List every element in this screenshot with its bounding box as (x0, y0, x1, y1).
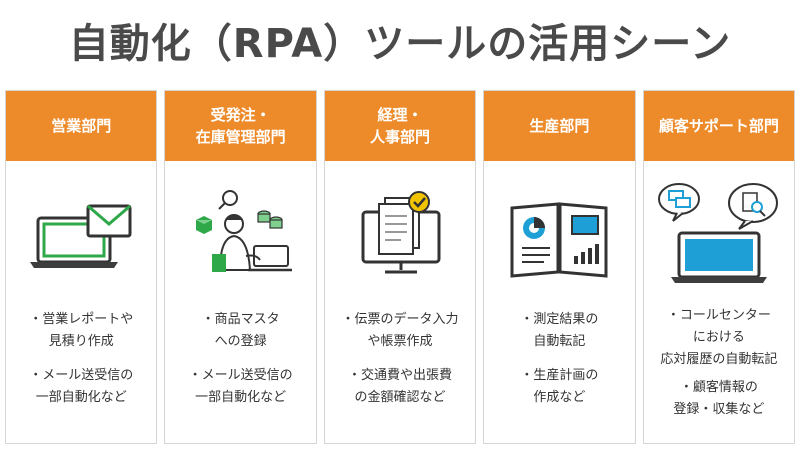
list-item: ・生産計画の 作成など (520, 368, 599, 405)
card-header: 生産部門 (484, 91, 635, 161)
list-item: ・メール送受信の 一部自動化など (188, 368, 293, 405)
card-header-label: 経理・ (377, 106, 423, 124)
card-customer-support: 顧客サポート部門 ・コールセンター における 応対履歴 (642, 90, 796, 444)
item-list: ・商品マスタ への登録 ・メール送受信の 一部自動化など (165, 301, 315, 443)
card-order-inventory: 受発注・ 在庫管理部門 (164, 90, 317, 444)
list-item: ・測定結果の 自動転記 (520, 312, 599, 349)
card-accounting-hr: 経理・ 人事部門 ・伝票のデータ入力 や帳票作成 (323, 90, 477, 444)
card-header-label: 生産部門 (529, 117, 590, 135)
laptop-speech-bubbles-icon (657, 183, 778, 283)
illustration (165, 161, 315, 301)
item-list: ・測定結果の 自動転記 ・生産計画の 作成など (484, 301, 634, 443)
illustration (484, 161, 634, 301)
card-header-label: 受発注・ (210, 106, 271, 124)
item-list: ・営業レポートや 見積り作成 ・メール送受信の 一部自動化など (6, 301, 156, 443)
list-item: ・顧客情報の 登録・収集など (673, 380, 765, 417)
open-report-book-icon (510, 202, 608, 278)
laptop-mail-icon (30, 204, 132, 268)
card-header: 営業部門 (6, 91, 157, 161)
list-item: ・商品マスタ への登録 (201, 312, 280, 349)
monitor-document-check-icon (361, 191, 441, 274)
page-title: 自動化（RPA）ツールの活用シーン (68, 21, 732, 67)
card-header-label: 人事部門 (370, 128, 431, 146)
office-worker-icon (195, 190, 292, 272)
card-production: 生産部門 ・測定結果の 自動転記 (483, 90, 636, 444)
department-columns: 営業部門 ・営業レポートや 見積り作成 ・メール送受信の 一部自動化など (5, 90, 796, 444)
card-header: 顧客サポート部門 (643, 91, 795, 161)
list-item: ・交通費や出張費 の金額確認など (348, 368, 453, 405)
list-item: ・メール送受信の 一部自動化など (29, 368, 134, 405)
illustration (644, 161, 794, 301)
card-header-label: 顧客サポート部門 (658, 117, 779, 135)
card-header-label: 営業部門 (51, 117, 112, 135)
illustration (6, 161, 156, 301)
list-item: ・伝票のデータ入力 や帳票作成 (341, 312, 459, 349)
card-header: 経理・ 人事部門 (324, 91, 476, 161)
card-sales: 営業部門 ・営業レポートや 見積り作成 ・メール送受信の 一部自動化など (5, 90, 158, 444)
item-list: ・コールセンター における 応対履歴の自動転記 ・顧客情報の 登録・収集など (644, 301, 794, 443)
card-header-label: 在庫管理部門 (195, 128, 286, 146)
illustration (325, 161, 475, 301)
item-list: ・伝票のデータ入力 や帳票作成 ・交通費や出張費 の金額確認など (325, 301, 475, 443)
card-header: 受発注・ 在庫管理部門 (165, 91, 316, 161)
list-item: ・営業レポートや 見積り作成 (29, 312, 134, 349)
list-item: ・コールセンター における 応対履歴の自動転記 (660, 308, 778, 367)
